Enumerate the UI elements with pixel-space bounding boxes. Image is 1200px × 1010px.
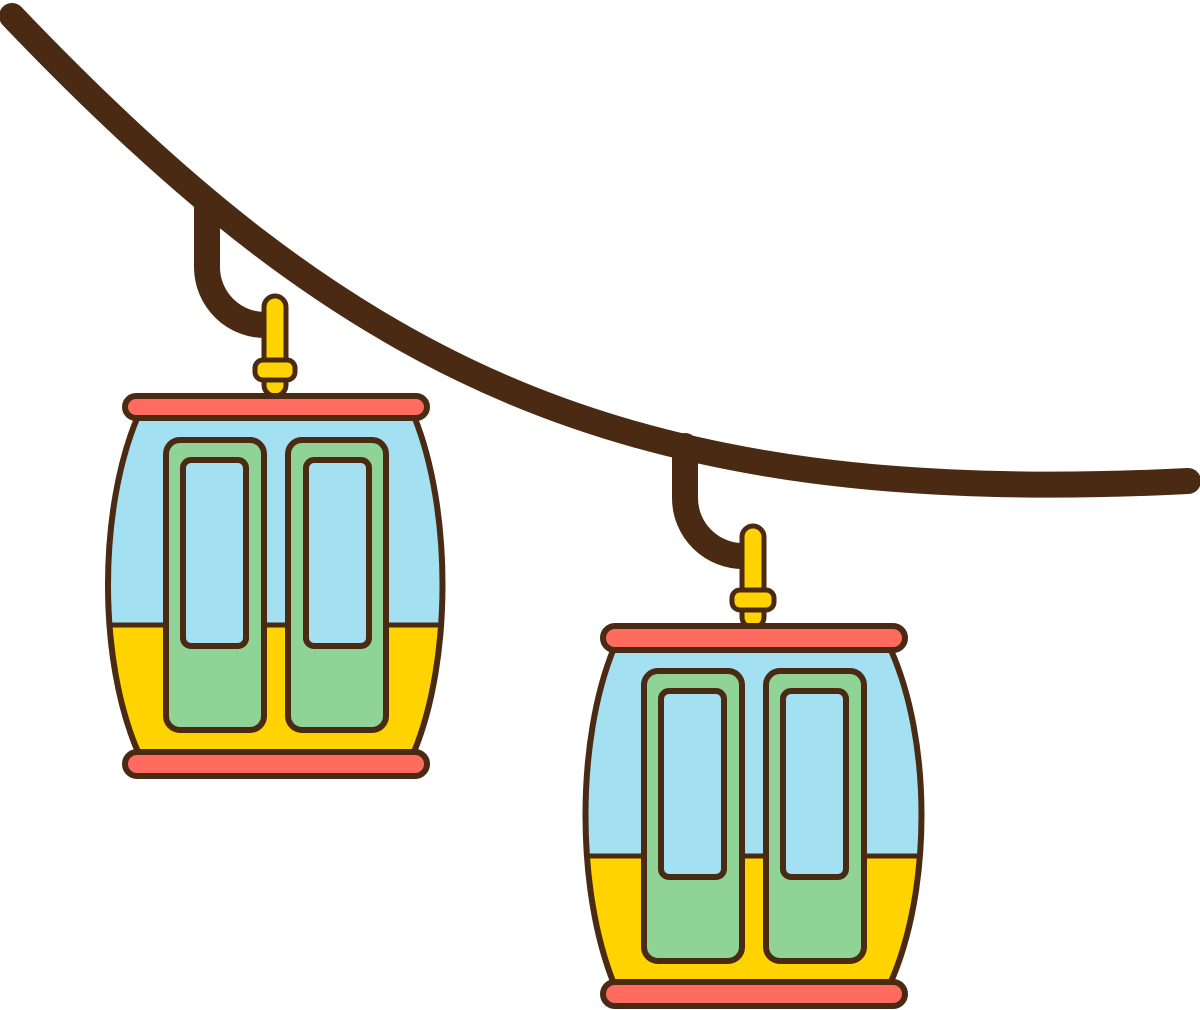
cabin-window-left xyxy=(180,457,249,649)
cable-icon xyxy=(0,3,1200,498)
cabin-lower-panel xyxy=(585,856,922,984)
cabin-window-right xyxy=(780,688,849,880)
hanger-arm xyxy=(739,523,767,631)
hanger-hook xyxy=(194,195,279,338)
cabin-roof-bar xyxy=(122,393,430,421)
cabin-window-left xyxy=(658,688,727,880)
cabin-floor-bar xyxy=(600,979,908,1009)
gondola-left xyxy=(105,195,446,779)
cabin-upper-panel xyxy=(108,416,443,625)
gondola-right xyxy=(582,433,925,1009)
cabin-upper-panel xyxy=(585,648,922,856)
hanger-clamp xyxy=(252,357,298,383)
cabin-floor-bar xyxy=(122,749,430,779)
hanger-hook xyxy=(672,433,757,569)
cabin-lower-panel xyxy=(108,625,443,752)
cabin-window-right xyxy=(303,457,372,649)
hanger-clamp xyxy=(729,587,777,613)
cabin-roof-bar xyxy=(600,623,908,653)
